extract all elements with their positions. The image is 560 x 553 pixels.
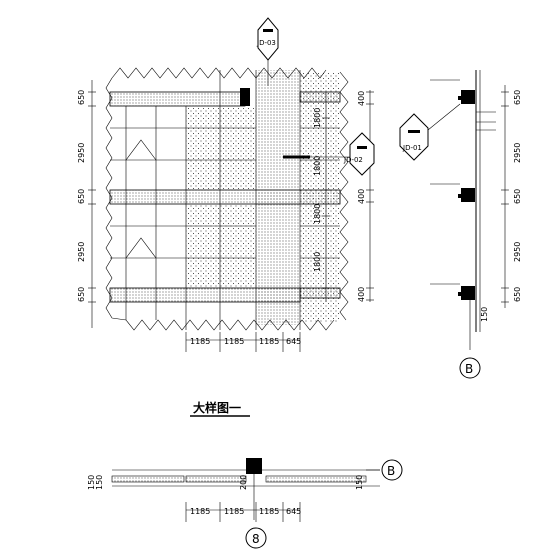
detail-title: 大样图一 [193,400,241,415]
dim-left-3: 2950 [77,242,86,262]
detail-left-dim-0: 150 [87,475,96,490]
axis-bubble-detail-right [381,459,403,481]
right-dimension-chain: 400 400 400 [357,90,374,302]
section-node [461,286,475,300]
detail-dimension-chain: 1185 1185 1185 645 [185,502,301,522]
detail-bottom-dim-2: 1185 [259,507,279,516]
dim-inner-6: 400 [357,287,366,302]
floor-band [299,91,341,103]
dim-inner-0: 400 [357,91,366,106]
section-dim-2: 650 [513,189,522,204]
dim-left-4: 650 [77,287,86,302]
detail-left-dim-1: 150 [95,475,104,490]
section-node [461,188,475,202]
section-dim-4: 650 [513,287,522,302]
stone-panel [186,205,256,287]
stone-panel [186,108,256,190]
floor-band [109,91,246,107]
section-dim-3: 2950 [513,242,522,262]
detail-column [246,458,262,474]
dim-left-0: 650 [77,90,86,105]
left-dimension-chain: 650 2950 650 2950 650 [77,80,96,328]
tag-right-label: JD-02 [343,156,363,164]
detail-axis-bottom: 8 [252,532,260,546]
band-end-block [240,88,250,106]
dim-bottom-0: 1185 [190,337,210,346]
dim-inner-2: 1800 [313,156,322,176]
floor-band [109,287,301,303]
dim-inner-5: 1800 [313,252,322,272]
dim-inner-4: 1800 [313,204,322,224]
detail-bottom-dim-3: 645 [286,507,301,516]
detail-right-dim-1: 200 [239,475,248,490]
axis-bubble-detail-bottom [245,527,267,549]
tag-section-label: JD-01 [402,144,422,152]
detail-slab [265,475,367,483]
inner-dimension-chain: 1800 1800 1800 1800 [313,92,330,302]
detail-slab [185,475,247,483]
bottom-dimension-chain: 1185 1185 1185 645 [185,332,301,352]
dim-left-2: 650 [77,189,86,204]
section-dimension-chain: 650 2950 650 2950 650 [501,85,522,308]
detail-right-dim-0: 150 [355,475,364,490]
detail-tag-top: JD-03 [256,17,279,86]
axis-bubble-section [459,357,481,379]
break-line-left [105,77,127,321]
dim-bottom-3: 645 [286,337,301,346]
section-small-dim: 150 [480,307,489,322]
break-line-right [339,71,349,321]
floor-band [109,189,341,205]
section-dim-1: 2950 [513,143,522,163]
section-axis-label: B [465,362,473,376]
detail-slab [111,475,185,483]
tag-top-label: JD-03 [256,39,276,47]
section-view: JD-01 650 2950 650 2950 650 150 B [399,70,522,379]
detail-bottom-dim-0: 1185 [190,507,210,516]
detail-tag-section: JD-01 [399,103,461,161]
detail-tag-right: JD-02 [310,132,375,176]
floor-band [299,287,341,299]
dim-inner-1: 1800 [313,108,322,128]
window-grid [110,70,340,330]
dim-bottom-1: 1185 [224,337,244,346]
dim-inner-3: 400 [357,189,366,204]
section-dim-0: 650 [513,90,522,105]
elevation-view: 650 2950 650 2950 650 1800 1800 1800 180… [77,17,375,352]
dim-bottom-2: 1185 [259,337,279,346]
detail-view: 大样图一 150 150 150 200 B 1185 1185 1185 64… [87,400,403,549]
detail-axis-right: B [387,464,395,478]
dim-left-1: 2950 [77,143,86,163]
detail-bottom-dim-1: 1185 [224,507,244,516]
section-node [461,90,475,104]
